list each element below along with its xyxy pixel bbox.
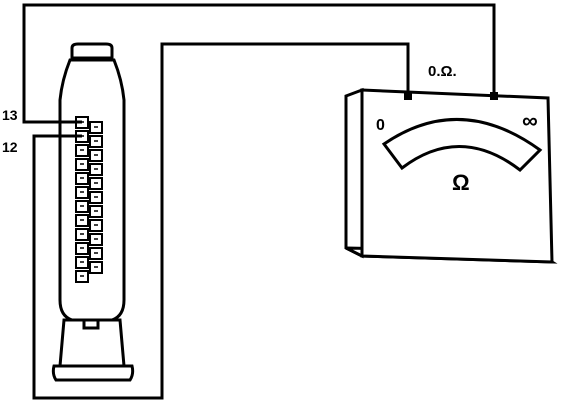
meter-range-label: 0.Ω.	[428, 63, 457, 80]
meter-terminal-zero	[404, 92, 412, 100]
pin-12-label: 12	[2, 139, 18, 155]
meter-terminals	[404, 92, 498, 100]
meter-unit-symbol: Ω	[452, 170, 470, 195]
meter-scale-zero: 0	[376, 117, 385, 134]
pin-13-label: 13	[2, 107, 18, 123]
meter-scale-infinity: ∞	[522, 108, 538, 133]
test-lead-pin-12	[32, 42, 410, 400]
meter-scale-arc	[381, 118, 543, 172]
terminal-contacts	[80, 121, 98, 277]
test-lead-pin-13	[22, 3, 496, 124]
meter-terminal-infinity	[490, 92, 498, 100]
